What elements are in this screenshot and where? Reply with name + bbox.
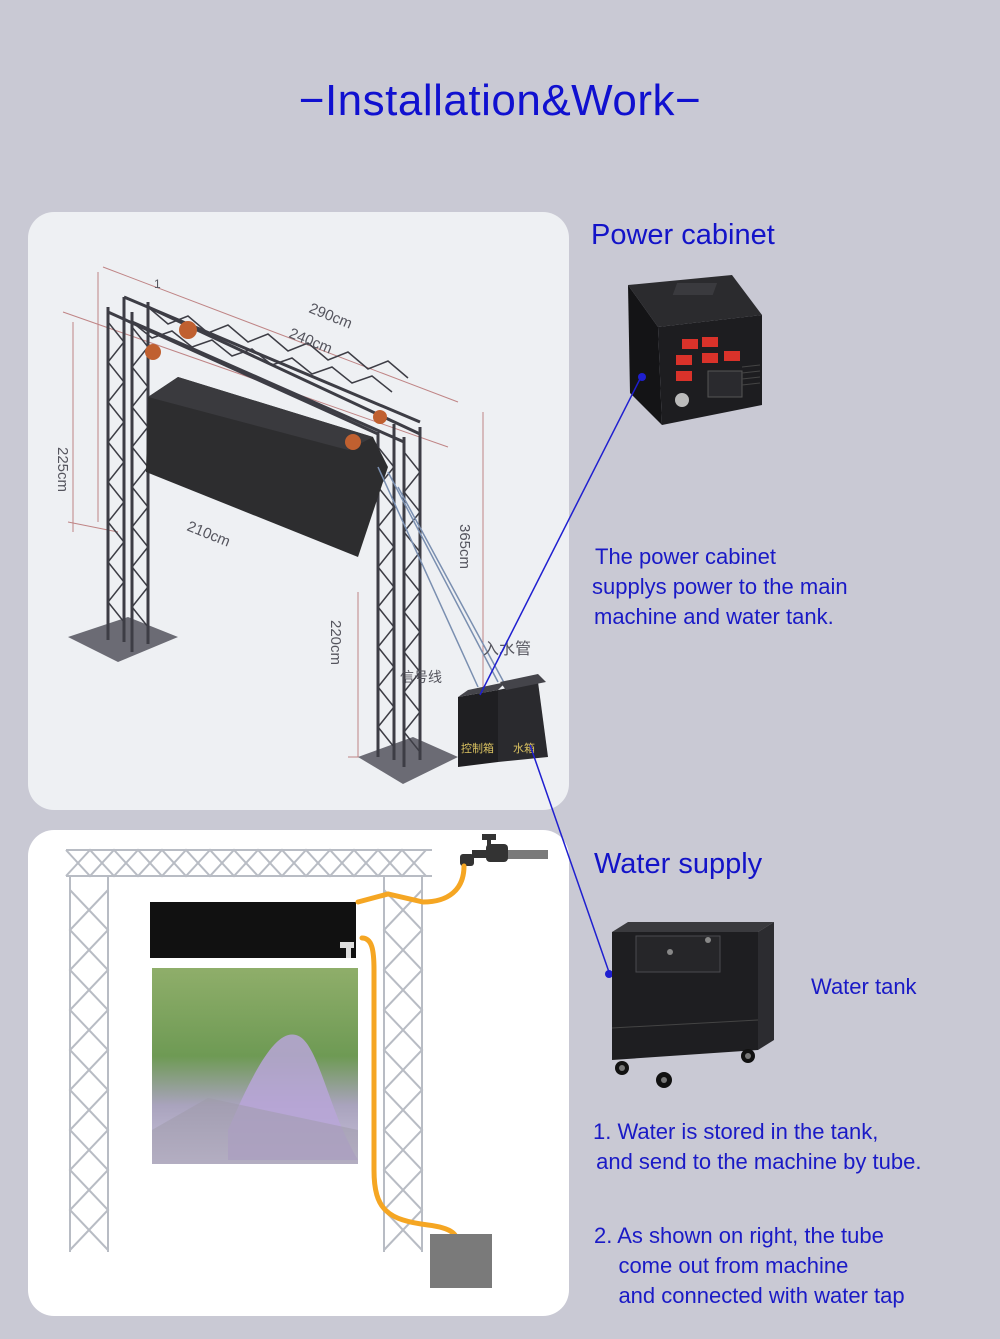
water-note1-line2: and send to the machine by tube.	[590, 1149, 922, 1174]
water-curtain-panel	[28, 830, 569, 1316]
dim-365: 365cm	[456, 524, 473, 569]
dim-210: 210cm	[185, 518, 233, 551]
installation-diagram: 290cm 240cm 210cm 225cm 365cm 220cm 1 入水…	[54, 266, 548, 784]
dim-220: 220cm	[327, 620, 344, 665]
dim-225: 225cm	[54, 447, 71, 492]
dim-1: 1	[154, 277, 161, 291]
label-inlet-pipe: 入水管	[483, 639, 531, 658]
power-cabinet-heading: Power cabinet	[591, 219, 775, 251]
label-signal-cable: 信号线	[400, 670, 442, 686]
power-cabinet-desc-line2: supplys power to the main	[592, 574, 848, 599]
water-curtain-diagram	[65, 834, 548, 1288]
page-title: −Installation&Work−	[298, 76, 702, 125]
dim-240: 240cm	[287, 325, 335, 358]
water-tank-image	[611, 922, 774, 1088]
power-cabinet-desc-line1: The power cabinet	[595, 544, 776, 569]
water-tank-label: Water tank	[811, 974, 917, 999]
power-cabinet-image	[628, 275, 762, 425]
water-supply-heading: Water supply	[594, 848, 763, 880]
installation-diagram-panel: 290cm 240cm 210cm 225cm 365cm 220cm 1 入水…	[28, 212, 569, 810]
dim-290: 290cm	[307, 300, 355, 333]
water-note1-line1: 1. Water is stored in the tank,	[593, 1119, 879, 1144]
water-note2-line2: come out from machine	[594, 1253, 849, 1278]
label-control-box: 控制箱	[461, 741, 494, 755]
water-note2-line1: 2. As shown on right, the tube	[594, 1223, 884, 1248]
label-water-box: 水箱	[513, 741, 535, 755]
water-note2-line3: and connected with water tap	[594, 1283, 905, 1308]
power-cabinet-desc-line3: machine and water tank.	[594, 604, 834, 629]
